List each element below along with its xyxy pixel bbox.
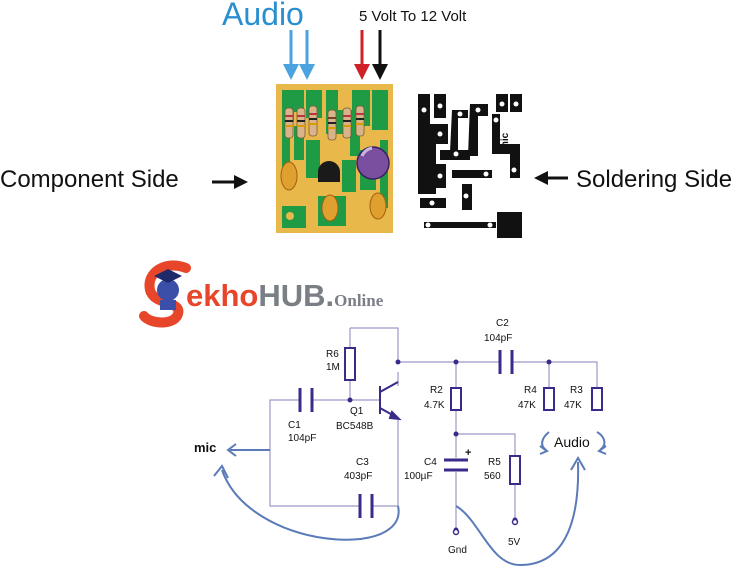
component-side-arrow [212,175,248,189]
q1-transistor [379,381,402,421]
r3-name: R3 [570,385,583,396]
c4-value: 100µF [404,471,433,482]
gnd-label: Gnd [448,545,467,556]
audio-input-label: Audio [222,0,304,32]
c1-value: 104pF [288,433,316,444]
schematic-wires [269,327,598,530]
brand-wordmark: ekhoHUB.Online [186,278,383,314]
c4-name: C4 [424,457,437,468]
annotation-arrows [213,431,607,567]
r3-resistor [591,387,603,411]
r4-name: R4 [524,385,537,396]
c3-value: 403pF [344,471,372,482]
soldering-side-label: Soldering Side [576,166,733,193]
r2-resistor [450,387,462,411]
supply-voltage-label: 5 Volt To 12 Volt [359,8,467,25]
brand-part1: ekho [186,278,259,313]
supply-arrows [354,30,388,80]
r6-resistor [344,347,356,381]
brand-dot: . [325,278,335,313]
component-side-board [276,84,393,233]
terminals [452,518,519,536]
audio-arrows [283,30,315,80]
r5-name: R5 [488,457,501,468]
r5-value: 560 [484,471,501,482]
r3-value: 47K [564,400,582,411]
r4-value: 47K [518,400,536,411]
audio-output-label: Audio [554,434,590,450]
schematic-capacitors [298,350,514,518]
pcb-illustration: mic [212,30,568,238]
r6-name: R6 [326,349,339,360]
brand-suffix: Online [334,291,384,310]
r6-value: 1M [326,362,340,373]
mic-loop-arrow [221,469,400,541]
pcb-mic-label: mic [500,132,511,150]
q1-name: Q1 [350,406,364,417]
c2-value: 104pF [484,333,512,344]
c4-polarity: + [465,447,471,459]
soldering-side-arrow [534,171,568,185]
c1-name: C1 [288,420,301,431]
c2-name: C2 [496,318,509,329]
soldering-side-board: mic [418,94,522,238]
r2-value: 4.7K [424,400,445,411]
schematic-parts [344,347,603,485]
brand-part2: HUB [258,278,326,313]
component-side-label: Component Side [0,166,179,193]
r4-resistor [543,387,555,411]
c3-name: C3 [356,457,369,468]
r2-name: R2 [430,385,443,396]
5v-label: 5V [508,537,521,548]
r5-resistor [509,455,521,485]
audio-loop-arrow [455,461,580,567]
mic-label: mic [194,440,216,455]
sekhohub-logo [139,260,191,328]
q1-value: BC548B [336,421,374,432]
